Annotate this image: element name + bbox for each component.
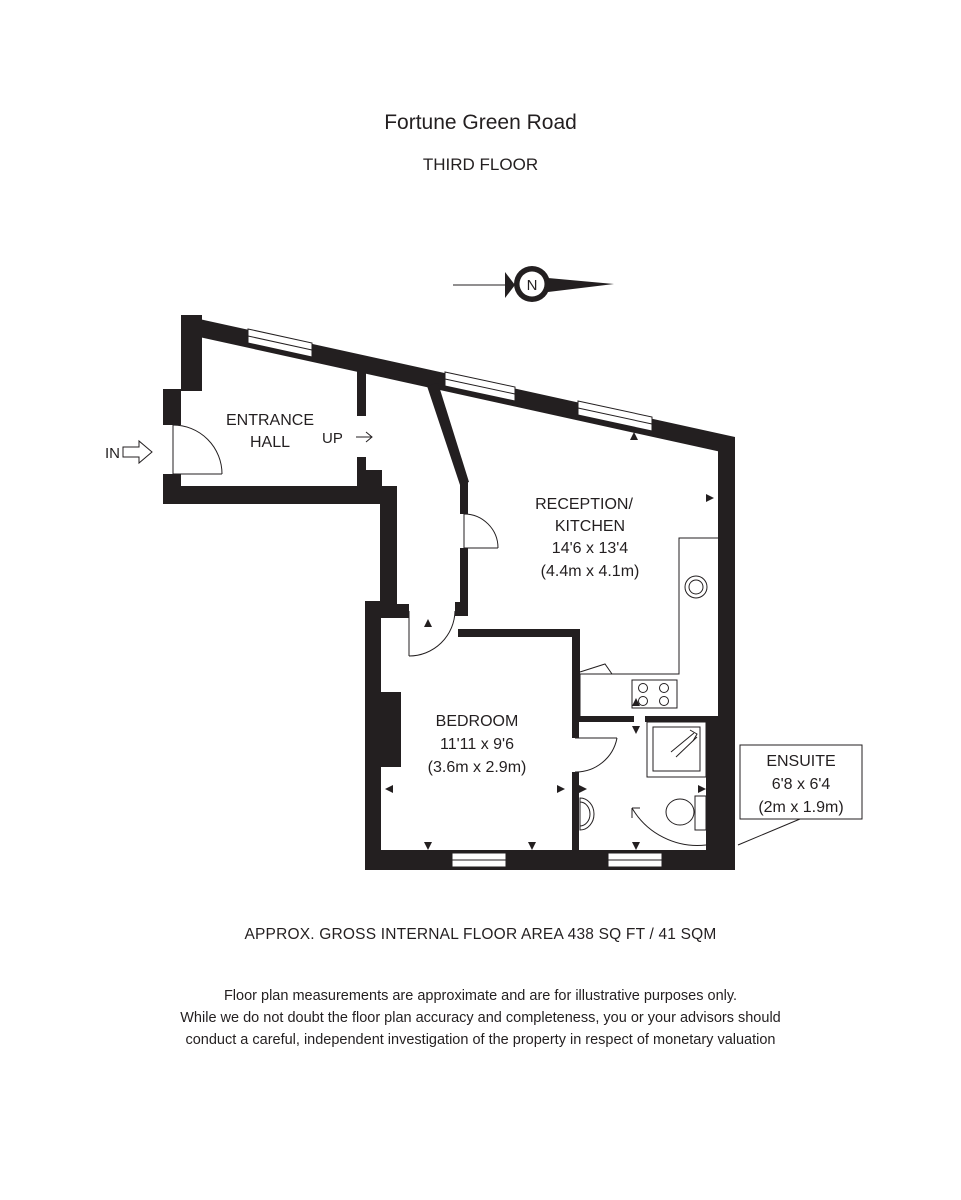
basin-icon	[579, 797, 595, 831]
shower-icon	[646, 721, 707, 778]
disclaimer-line-2: While we do not doubt the floor plan acc…	[180, 1010, 781, 1026]
ensuite-inner-door-icon	[574, 737, 618, 773]
entrance-hall-label-2: HALL	[250, 434, 290, 451]
reception-dimensions-metric: (4.4m x 4.1m)	[541, 563, 640, 580]
bedroom-door-icon	[408, 610, 456, 657]
kitchen-units	[579, 537, 718, 716]
bathroom-fixtures	[579, 721, 707, 831]
entry-arrow-icon: IN	[105, 439, 153, 465]
bedroom-label: BEDROOM	[436, 713, 519, 730]
ensuite-label: ENSUITE	[766, 753, 835, 770]
disclaimer: Floor plan measurements are approximate …	[0, 985, 961, 1051]
sink-icon	[684, 575, 708, 599]
entry-door-icon	[172, 424, 223, 475]
walls	[163, 315, 735, 870]
disclaimer-line-3: conduct a careful, independent investiga…	[185, 1032, 776, 1048]
hob-icon	[631, 679, 678, 709]
ensuite-door-icon	[631, 807, 707, 846]
disclaimer-line-1: Floor plan measurements are approximate …	[223, 988, 738, 1004]
bedroom-dimensions-metric: (3.6m x 2.9m)	[428, 759, 527, 776]
compass-letter: N	[527, 277, 538, 294]
reception-dimensions: 14'6 x 13'4	[552, 540, 628, 557]
ensuite-dimensions-metric: (2m x 1.9m)	[758, 799, 843, 816]
compass-icon: N	[453, 266, 614, 302]
entrance-hall-label-1: ENTRANCE	[226, 412, 314, 429]
reception-door-icon	[463, 513, 499, 549]
windows	[247, 328, 663, 868]
markers	[358, 382, 714, 850]
stairs-up-arrow-icon: UP	[322, 430, 373, 447]
entry-in-label: IN	[105, 445, 120, 462]
bedroom-dimensions: 11'11 x 9'6	[440, 736, 514, 753]
doors	[172, 424, 707, 846]
ensuite-dimensions: 6'8 x 6'4	[772, 776, 831, 793]
reception-label-1: RECEPTION/	[535, 496, 633, 513]
toilet-icon	[665, 795, 707, 831]
stairs-up-label: UP	[322, 430, 343, 447]
room-labels: ENTRANCE HALL RECEPTION/ KITCHEN 14'6 x …	[226, 412, 639, 776]
reception-label-2: KITCHEN	[555, 518, 625, 535]
gross-area-text: APPROX. GROSS INTERNAL FLOOR AREA 438 SQ…	[244, 926, 717, 943]
property-title: Fortune Green Road	[384, 111, 577, 134]
floor-label: THIRD FLOOR	[422, 155, 539, 174]
ensuite-callout: ENSUITE 6'8 x 6'4 (2m x 1.9m)	[737, 744, 863, 846]
